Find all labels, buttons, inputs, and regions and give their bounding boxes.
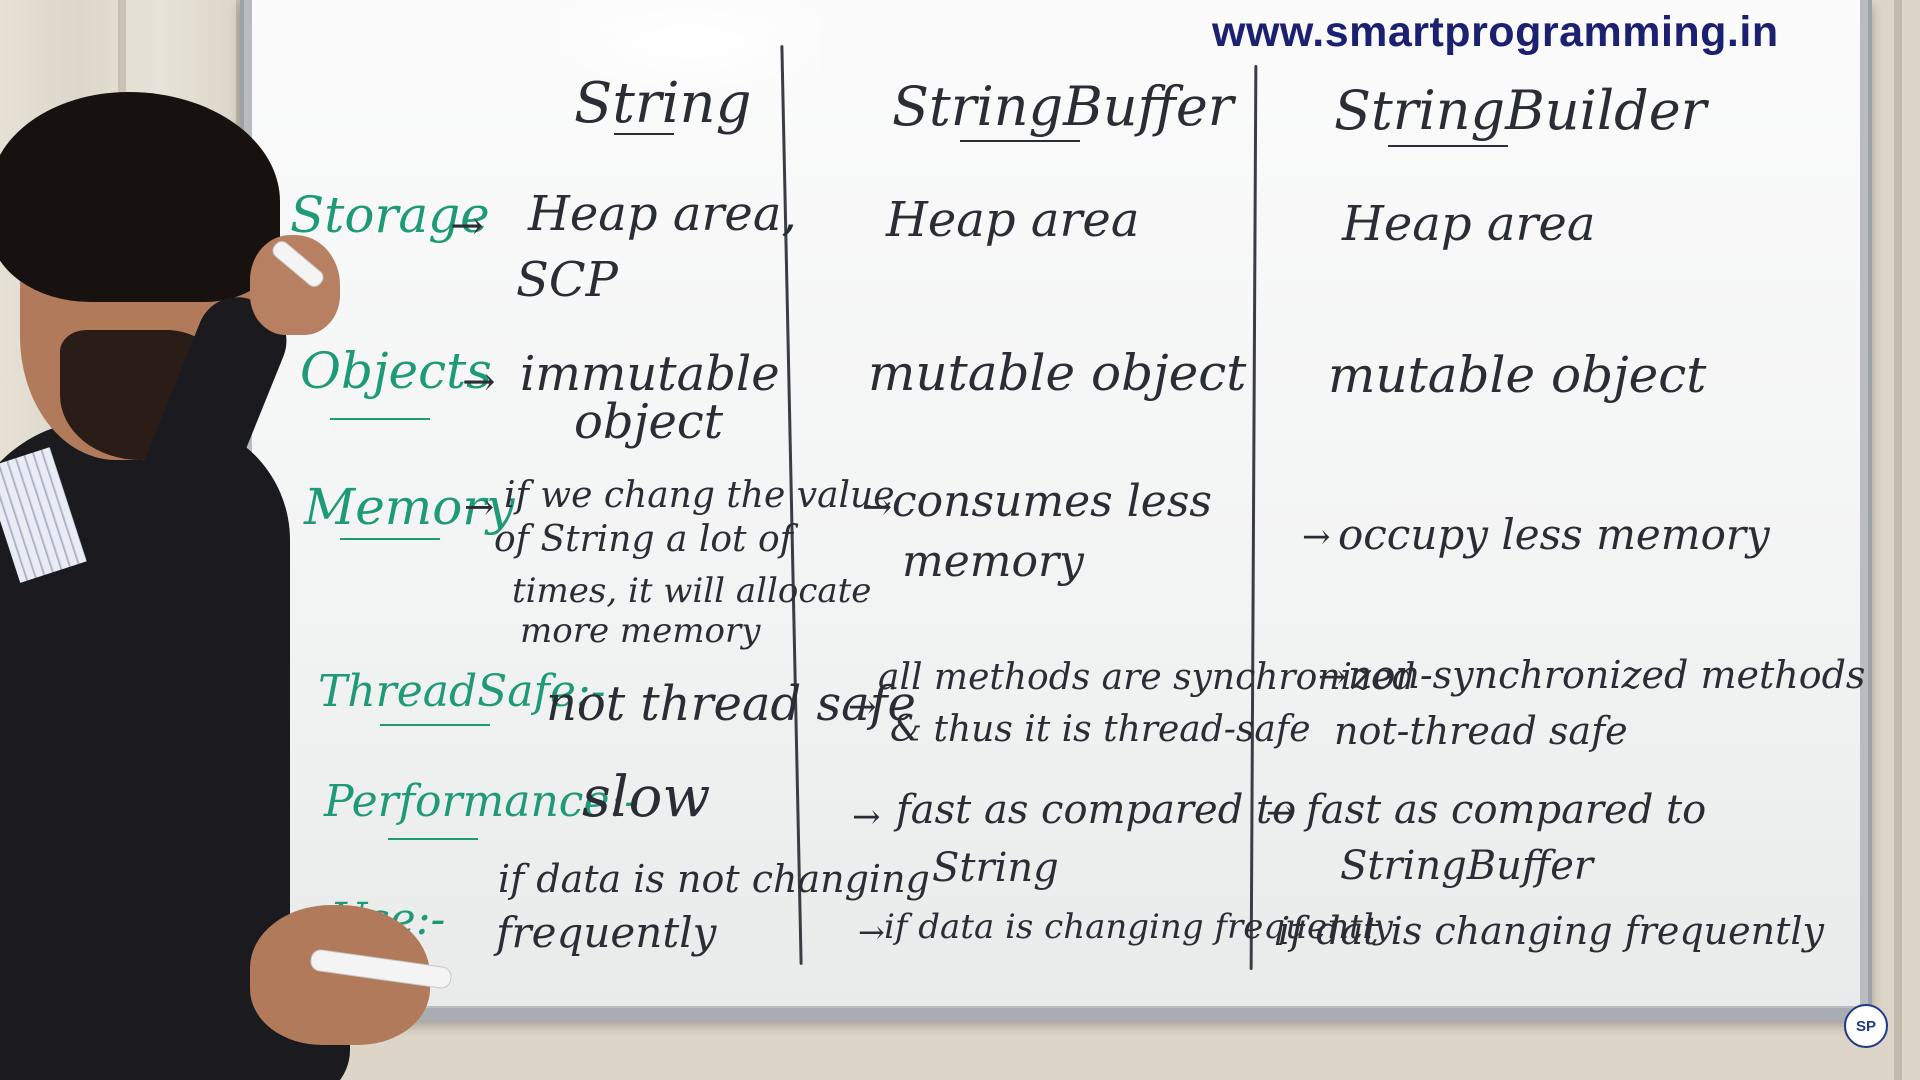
arrow-glyph: → [858,913,885,951]
arrow-glyph: → [848,687,877,727]
light-glare [560,0,820,90]
storage-stringbuilder: Heap area [1342,196,1596,252]
arrow-glyph: → [462,359,496,405]
performance-stringbuffer-line-1: fast as compared to [896,787,1297,833]
row-label-storage: Storage [290,186,490,244]
header-string-underline [614,133,674,135]
memory-string-line-1: if we chang the value [504,475,895,516]
threadsafe-stringbuilder-line-2: not-thread safe [1334,709,1628,753]
memory-string-line-2: of String a lot of [494,519,793,560]
arrow-glyph: → [450,203,484,249]
row-label-memory-underline [340,538,440,540]
use-stringbuilder: if dat is changing frequently [1278,909,1824,953]
wall-panel-seam [1894,0,1902,1080]
objects-string-line-1: immutable [520,346,780,402]
row-label-threadsafe: ThreadSafe:- [318,666,606,717]
channel-logo-icon: SP [1844,1004,1888,1048]
whiteboard [252,0,1860,1006]
memory-stringbuffer-line-1: consumes less [892,476,1212,527]
arrow-glyph: → [862,487,893,528]
use-string-line-1: if data is not changing [498,857,930,901]
arrow-glyph: → [464,487,495,528]
row-label-objects: Objects [300,342,492,400]
memory-stringbuilder: occupy less memory [1338,510,1770,559]
objects-stringbuilder: mutable object [1328,346,1707,404]
use-string-line-2: frequently [496,908,717,957]
use-stringbuffer: if data is changing frequently [884,907,1393,947]
performance-stringbuffer-line-2: String [932,845,1059,891]
header-string: String [574,71,752,136]
row-label-objects-underline [330,418,430,420]
performance-string: slow [582,765,711,830]
marker-tray [250,1008,1870,1022]
performance-stringbuilder-line-1: fast as compared to [1306,787,1707,833]
memory-stringbuffer-line-2: memory [902,536,1084,587]
threadsafe-string: not thread safe [546,676,916,732]
threadsafe-stringbuilder-line-1: non-synchronized methods [1348,653,1866,697]
objects-string-line-2: object [574,394,724,450]
header-stringbuilder: StringBuilder [1334,79,1707,142]
arrow-glyph: → [1302,517,1331,557]
header-stringbuffer-underline [960,140,1080,142]
header-stringbuffer: StringBuffer [892,75,1234,138]
presenter-hair [0,92,280,302]
row-label-performance: Performance:- [324,776,640,827]
arrow-glyph: → [1318,657,1347,697]
row-label-performance-underline [388,838,478,840]
threadsafe-stringbuffer-line-1: all methods are synchronized [878,657,1416,698]
memory-string-line-4: more memory [520,611,761,651]
website-watermark: www.smartprogramming.in [1212,8,1779,56]
threadsafe-stringbuffer-line-2: & thus it is thread-safe [890,709,1311,750]
storage-stringbuffer: Heap area [886,192,1140,248]
row-label-threadsafe-underline [380,724,490,726]
header-stringbuilder-underline [1388,145,1508,147]
storage-string-line-2: SCP [516,252,618,308]
arrow-glyph: → [1266,793,1295,833]
arrow-glyph: → [852,797,881,837]
row-label-memory: Memory [304,478,515,536]
objects-stringbuffer: mutable object [868,344,1247,402]
performance-stringbuilder-line-2: StringBuffer [1340,843,1594,889]
memory-string-line-3: times, it will allocate [512,571,872,611]
storage-string-line-1: Heap area, [528,186,797,242]
